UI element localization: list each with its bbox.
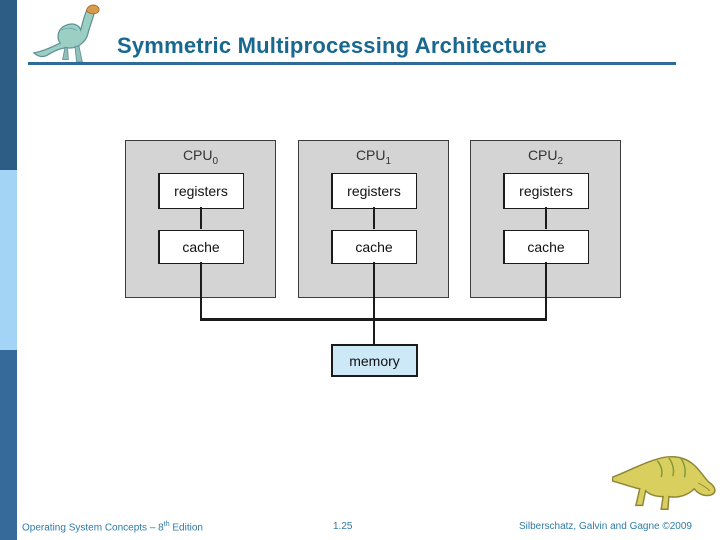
dinosaur-logo-icon — [32, 4, 100, 63]
cpu1-name: CPU — [355, 147, 386, 163]
cpu0-subscript: 0 — [212, 155, 219, 167]
dinosaur-mascot-icon — [612, 455, 716, 510]
cpu2-cache-box: cache — [502, 230, 589, 264]
cpu0-bus-connector — [200, 262, 202, 320]
cpu2-box: CPU2 registers cache — [470, 140, 621, 298]
cpu1-registers-box: registers — [330, 173, 417, 209]
cpu1-label: CPU1 — [299, 147, 448, 167]
sidebar-accent-bar — [0, 0, 17, 540]
cpu2-registers-box: registers — [502, 173, 589, 209]
cpu1-subscript: 1 — [385, 155, 392, 167]
page-title: Symmetric Multiprocessing Architecture — [117, 33, 547, 58]
cpu1-bus-connector — [373, 262, 375, 320]
footer-credits: Silberschatz, Galvin and Gagne ©2009 — [518, 521, 692, 532]
cpu2-subscript: 2 — [557, 155, 564, 167]
cpu0-name: CPU — [182, 147, 213, 163]
cpu2-bus-connector — [545, 262, 547, 320]
cpu0-box: CPU0 registers cache — [125, 140, 276, 298]
footer-book-title-suffix: Edition — [169, 522, 203, 534]
cpu0-cache-box: cache — [157, 230, 244, 264]
footer-book-title-sup: th — [163, 521, 170, 528]
footer-page-number: 1.25 — [333, 521, 353, 532]
cpu0-label: CPU0 — [126, 147, 275, 167]
cpu2-registers-cache-connector — [545, 207, 547, 229]
sidebar-segment-top — [0, 0, 17, 170]
memory-bus-connector — [373, 321, 375, 345]
footer-book-title: Operating System Concepts – 8th Edition — [22, 521, 203, 533]
sidebar-segment-middle — [0, 170, 17, 350]
cpu2-label: CPU2 — [471, 147, 620, 167]
system-bus-line — [200, 318, 547, 321]
sidebar-segment-bottom — [0, 350, 17, 540]
cpu0-registers-box: registers — [157, 173, 244, 209]
memory-box: memory — [331, 344, 418, 377]
cpu1-registers-cache-connector — [373, 207, 375, 229]
cpu2-name: CPU — [527, 147, 558, 163]
title-underline — [28, 62, 676, 65]
footer-book-title-prefix: Operating System Concepts – 8 — [22, 522, 164, 534]
cpu1-cache-box: cache — [330, 230, 417, 264]
cpu0-registers-cache-connector — [200, 207, 202, 229]
